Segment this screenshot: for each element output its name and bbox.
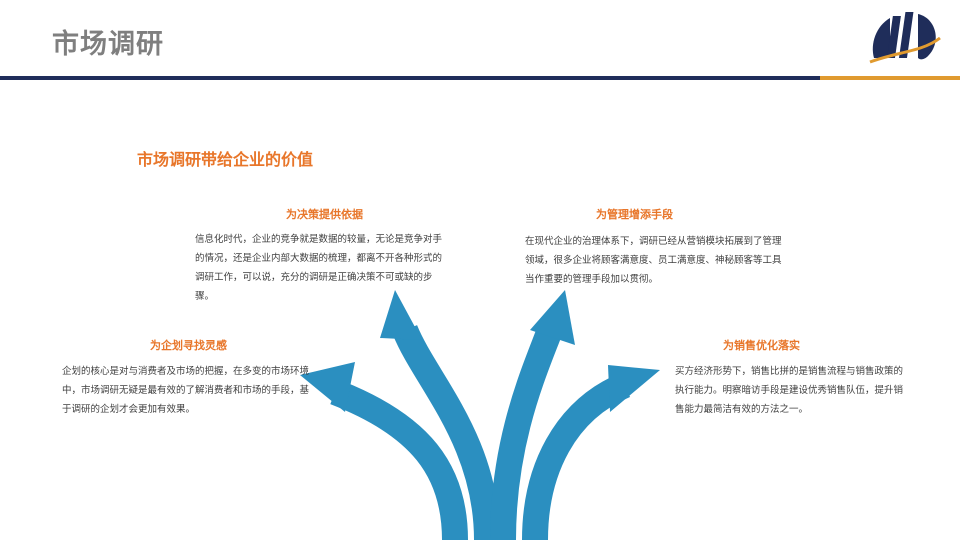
- decision-text: 信息化时代，企业的竞争就是数据的较量，无论是竞争对手的情况，还是企业内部大数据的…: [195, 234, 443, 302]
- sales-text: 买方经济形势下，销售比拼的是销售流程与销售政策的执行能力。明察暗访手段是建设优秀…: [675, 366, 904, 415]
- arrowhead-left-outer: [300, 362, 355, 412]
- header-divider-navy: [0, 76, 820, 80]
- decision-heading: 为决策提供依据: [286, 208, 363, 221]
- arrowhead-left-inner: [380, 290, 422, 340]
- arrowhead-right-inner: [530, 290, 575, 345]
- arrowhead-right-outer: [608, 365, 660, 412]
- planning-heading: 为企划寻找灵感: [150, 339, 227, 352]
- management-text: 在现代企业的治理体系下，调研已经从营销模块拓展到了管理领域，很多企业将顾客满意度…: [525, 236, 782, 285]
- arrow-left-outer: [330, 379, 468, 540]
- planning-text: 企划的核心是对与消费者及市场的把握，在多变的市场环境中，市场调研无疑是最有效的了…: [62, 366, 310, 415]
- arrow-left-inner: [392, 324, 500, 540]
- arrow-right-inner: [490, 325, 563, 540]
- header-divider-gold: [820, 76, 960, 80]
- management-heading: 为管理增添手段: [596, 208, 673, 221]
- brand-logo-icon: [869, 12, 941, 64]
- section-subtitle: 市场调研带给企业的价值: [137, 150, 314, 169]
- sales-heading: 为销售优化落实: [723, 339, 800, 352]
- page-title: 市场调研: [52, 29, 164, 60]
- arrow-right-outer: [522, 373, 631, 540]
